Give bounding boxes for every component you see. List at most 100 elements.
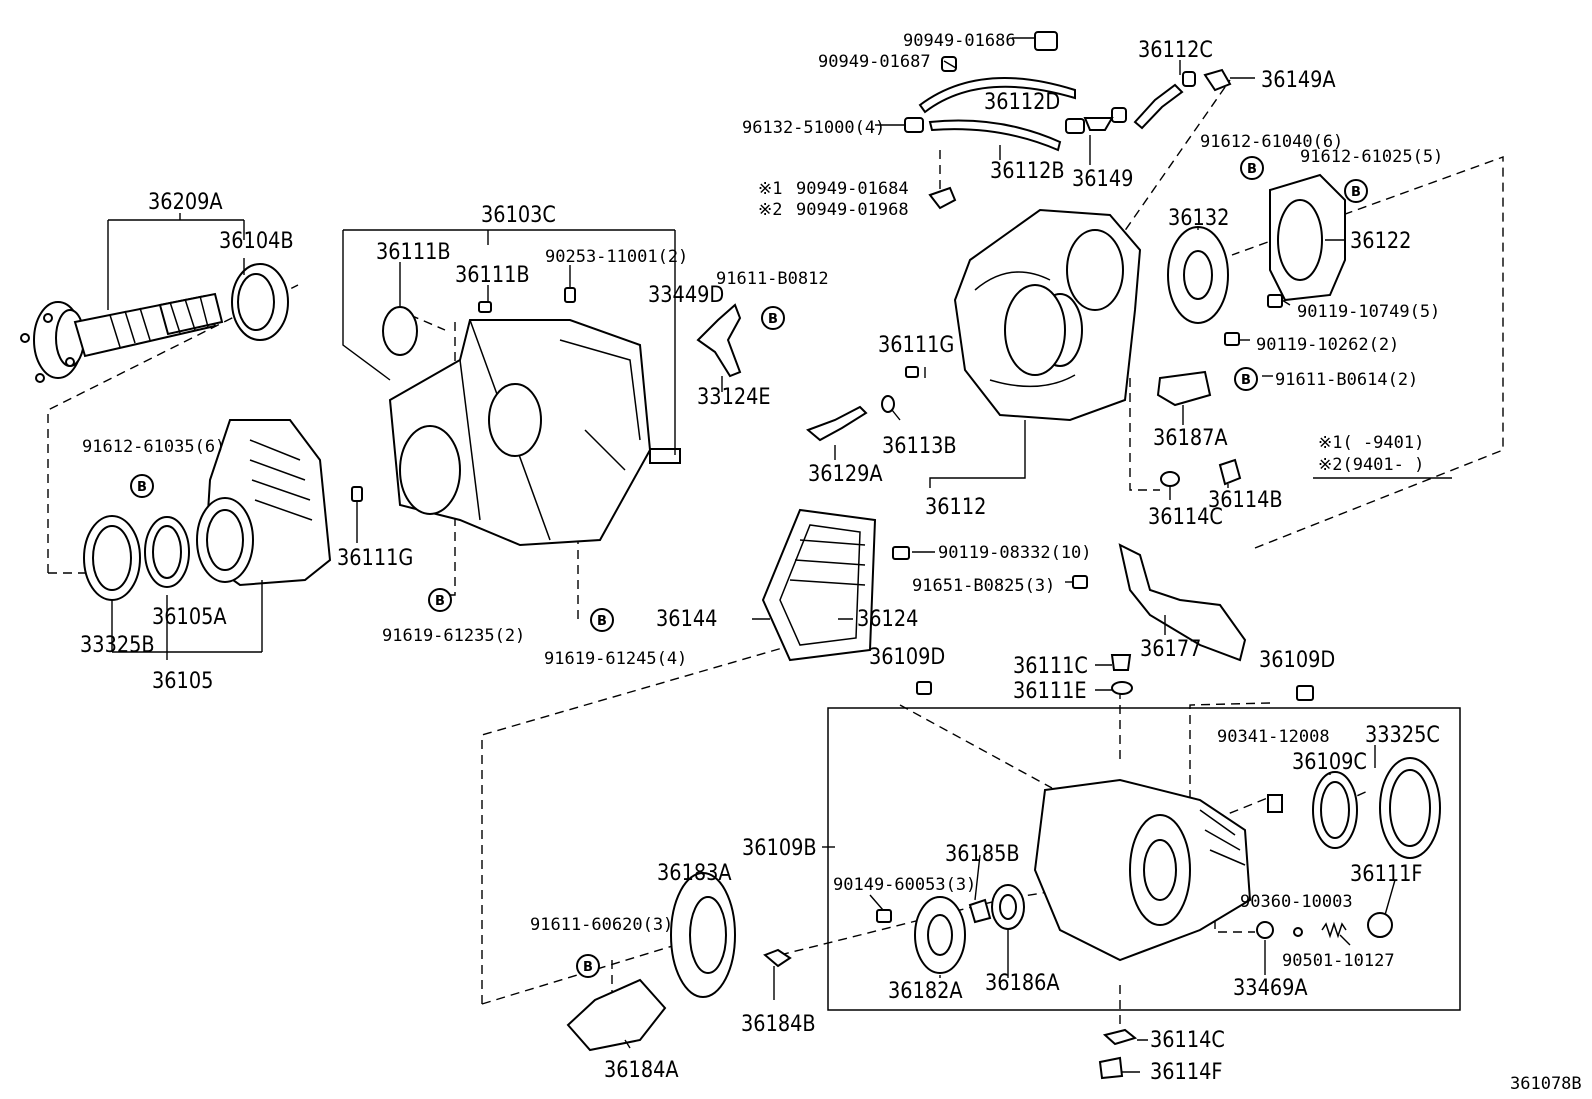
bolt-markers: B B B B B B B B [130,156,1368,978]
oil-pan-36144-drawing [761,508,877,662]
label-36114F: 36114F [1150,1059,1223,1085]
label-90949-01686: 90949-01686 [903,31,1016,51]
label-36112: 36112 [925,494,986,520]
plate-33449D-drawing [649,448,681,464]
label-90119-08332: 90119-08332(10) [938,543,1092,563]
label-36103C: 36103C [481,202,556,228]
label-36105A: 36105A [152,604,227,630]
marker-b-91619-61245: B [590,608,614,632]
label-36112B: 36112B [990,158,1065,184]
marker-b-91612-61025: B [1344,179,1368,203]
label-36105: 36105 [152,668,213,694]
oil-seal-36111B-drawing [382,306,418,356]
svg-text:B: B [1247,162,1257,177]
svg-text:B: B [1351,185,1361,200]
svg-text:B: B [1241,373,1251,388]
label-36111G-b: 36111G [878,332,954,358]
label-90949-01687: 90949-01687 [818,52,931,72]
marker-b-91612-61040: B [1240,156,1264,180]
label-36111C: 36111C [1013,653,1088,679]
label-36124: 36124 [857,606,918,632]
legend-line-1: ※1( -9401) [1318,433,1424,453]
label-91612-61035: 91612-61035(6) [82,437,225,457]
label-36111F: 36111F [1350,861,1423,887]
part-number-labels: 36209A 36104B 91612-61035(6) 33325B 3610… [80,31,1582,1094]
gasket-36114C-drawing [1160,471,1180,487]
sensor-36184B-drawing [763,948,792,968]
label-36112D: 36112D [984,89,1060,115]
label-36132: 36132 [1168,205,1229,231]
label-36114C-b: 36114C [1150,1027,1225,1053]
plug-36111F-drawing [1367,912,1393,938]
legend-line-2: ※2(9401- ) [1318,455,1424,475]
label-36144: 36144 [656,606,717,632]
transfer-case-36103C-drawing [388,319,652,547]
label-36104B: 36104B [219,228,294,254]
label-36177: 36177 [1140,636,1201,662]
front-housing-36105-drawing [196,419,332,587]
svg-text:B: B [137,480,147,495]
gear-36182A-drawing [914,896,966,974]
label-90360-10003: 90360-10003 [1240,892,1353,912]
label-33449D: 33449D [648,282,724,308]
label-91611-B0614: 91611-B0614(2) [1275,370,1418,390]
marker-b-91611-B0614: B [1234,367,1258,391]
seal-33325C-drawing [1379,757,1441,859]
label-36112C: 36112C [1138,37,1213,63]
label-91619-61245: 91619-61245(4) [544,649,687,669]
label-91651-B0825: 91651-B0825(3) [912,576,1055,596]
label-36187A: 36187A [1153,425,1228,451]
label-36149: 36149 [1072,166,1133,192]
label-36109C: 36109C [1292,749,1367,775]
label-91612-61040: 91612-61040(6) [1200,132,1343,152]
label-33325C: 33325C [1365,722,1440,748]
gasket-36132-drawing [1167,226,1229,324]
label-90949-01684: 90949-01684 [796,179,909,199]
label-36111E: 36111E [1013,678,1087,704]
extension-housing-36109B-drawing [1033,778,1252,962]
bearing-36109C-drawing [1312,771,1358,849]
plug-36111C-drawing [1110,654,1132,671]
label-91611-B0812: 91611-B0812 [716,269,829,289]
cover-36122-drawing [1269,173,1346,302]
label-90341-12008: 90341-12008 [1217,727,1330,747]
label-91611-60620: 91611-60620(3) [530,915,673,935]
label-36129A: 36129A [808,461,883,487]
washer-36113B-drawing [881,395,895,413]
plate-36187A-drawing [1156,370,1212,407]
pin-36111G-drawing [351,486,363,502]
plug-33469A-drawing [1256,921,1274,939]
label-36114B: 36114B [1208,487,1283,513]
svg-text:B: B [583,960,593,975]
ball-90360-drawing [1293,927,1303,937]
label-36111B-b: 36111B [455,262,530,288]
bracket-36177-drawing [1118,543,1247,662]
bracket-36184A-drawing [566,978,667,1052]
part-drawings [20,31,1441,1080]
marker-b-91611-B0812: B [761,306,785,330]
note-mark-1: ※1 [758,179,782,199]
label-36109B: 36109B [742,835,817,861]
marker-b-91619-61235: B [428,588,452,612]
note-mark-2: ※2 [758,200,782,220]
oil-seal-36104B-drawing [231,263,289,341]
pin-36111B-drawing [478,301,492,313]
seal-36186A-drawing [991,884,1025,930]
label-36185B: 36185B [945,841,1020,867]
label-90253-11001: 90253-11001(2) [545,247,688,267]
svg-text:B: B [768,312,778,327]
label-90119-10749: 90119-10749(5) [1297,302,1440,322]
svg-text:B: B [597,614,607,629]
pin-90253-drawing [564,287,576,303]
figure-id: 361078B [1510,1074,1582,1094]
marker-b-91611-60620: B [576,954,600,978]
svg-text:B: B [435,594,445,609]
label-36113B: 36113B [882,433,957,459]
label-36184B: 36184B [741,1011,816,1037]
bearing-36105A-drawing [144,516,190,588]
label-33124E: 33124E [697,384,771,410]
gasket-36114C-b-drawing [1102,1028,1138,1046]
label-90149-60053: 90149-60053(3) [833,875,976,895]
label-36122: 36122 [1350,228,1411,254]
